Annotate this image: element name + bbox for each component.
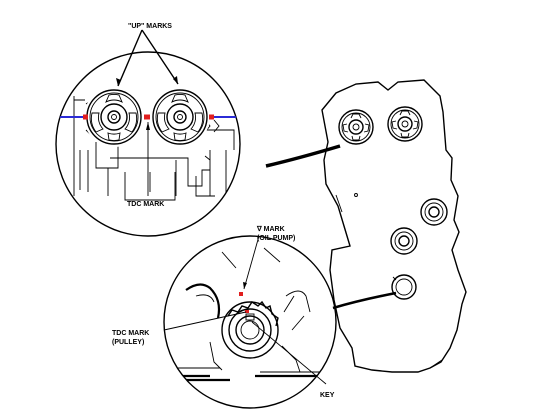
tdc-pulley-label-1: TDC MARK bbox=[112, 330, 149, 337]
crankshaft-pulley bbox=[391, 274, 417, 300]
oil-pump-mark-label-2: (OIL PUMP) bbox=[257, 235, 295, 242]
tdc-mark-left bbox=[83, 114, 88, 120]
oil-pump-mark bbox=[239, 292, 243, 296]
tdc-mark-right bbox=[209, 114, 214, 120]
bottom-detail-leader bbox=[332, 291, 397, 310]
tensioner-pulley bbox=[390, 227, 418, 255]
key-label: KEY bbox=[320, 392, 335, 399]
tdc-mark-pulley bbox=[245, 310, 249, 313]
cam-pulley-right bbox=[387, 106, 423, 142]
engine-block bbox=[321, 79, 467, 373]
tdc-pulley-label-2: (PULLEY) bbox=[112, 339, 144, 346]
tdc-mark-center bbox=[144, 114, 150, 120]
cam-pulley-left bbox=[338, 109, 374, 145]
crankshaft-detail-view bbox=[163, 235, 337, 409]
tdc-mark-label: TDC MARK bbox=[127, 201, 164, 208]
camshaft-detail-view bbox=[55, 29, 241, 237]
oil-pump-mark-label-1: ∇ MARK bbox=[256, 225, 285, 233]
up-marks-label: "UP" MARKS bbox=[128, 23, 172, 30]
keyway bbox=[245, 313, 255, 321]
exhaust-cam-pulley bbox=[150, 87, 210, 147]
top-detail-leader bbox=[265, 144, 341, 168]
intake-cam-pulley bbox=[84, 87, 144, 147]
idler-pulley bbox=[420, 198, 448, 226]
